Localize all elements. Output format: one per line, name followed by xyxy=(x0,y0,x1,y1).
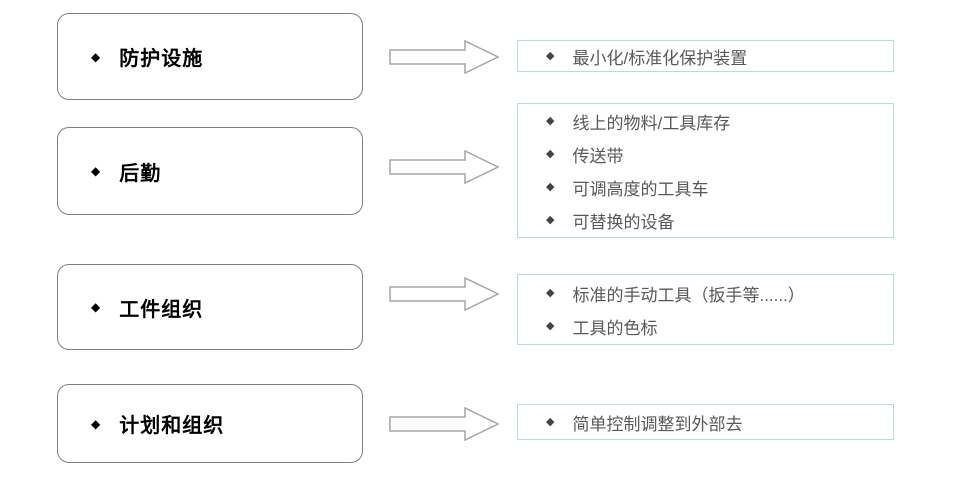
category-label: 计划和组织 xyxy=(119,415,225,437)
list-item: ◆ 简单控制调整到外部去 xyxy=(518,406,893,439)
category-label: 防护设施 xyxy=(119,48,204,70)
detail-item-label: 简单控制调整到外部去 xyxy=(572,414,743,434)
diamond-bullet-icon: ◆ xyxy=(546,319,555,332)
list-item: ◆ 可调高度的工具车 xyxy=(518,171,893,204)
list-item: ◆ 可替换的设备 xyxy=(518,204,893,237)
detail-item-label: 工具的色标 xyxy=(572,318,658,338)
detail-item-label: 可调高度的工具车 xyxy=(572,179,709,199)
category-box-logistics: ◆ 后勤 xyxy=(57,127,363,215)
diamond-bullet-icon: ◆ xyxy=(91,300,101,314)
flow-arrow-icon xyxy=(389,40,499,74)
list-item: ◆ 最小化/标准化保护装置 xyxy=(518,41,893,71)
detail-box-logistics: ◆ 线上的物料/工具库存 ◆ 传送带 ◆ 可调高度的工具车 ◆ 可替换的设备 xyxy=(517,103,894,238)
category-label: 工件组织 xyxy=(119,298,204,321)
diamond-bullet-icon: ◆ xyxy=(546,286,555,299)
detail-box-planning: ◆ 简单控制调整到外部去 xyxy=(517,404,894,440)
flow-arrow-icon xyxy=(389,277,499,311)
detail-item-label: 最小化/标准化保护装置 xyxy=(572,48,748,68)
detail-box-protection: ◆ 最小化/标准化保护装置 xyxy=(517,40,894,72)
diamond-bullet-icon: ◆ xyxy=(91,49,101,64)
detail-item-label: 可替换的设备 xyxy=(572,212,675,232)
list-item: ◆ 线上的物料/工具库存 xyxy=(518,105,893,138)
diamond-bullet-icon: ◆ xyxy=(546,114,555,127)
detail-item-label: 标准的手动工具（扳手等......） xyxy=(572,285,805,305)
diamond-bullet-icon: ◆ xyxy=(546,415,555,428)
detail-box-workpiece: ◆ 标准的手动工具（扳手等......） ◆ 工具的色标 xyxy=(517,274,894,345)
list-item: ◆ 传送带 xyxy=(518,138,893,171)
list-item: ◆ 工具的色标 xyxy=(518,310,893,343)
diamond-bullet-icon: ◆ xyxy=(546,213,555,226)
diamond-bullet-icon: ◆ xyxy=(91,416,101,431)
flow-arrow-icon xyxy=(389,150,499,184)
diamond-bullet-icon: ◆ xyxy=(546,147,555,160)
diamond-bullet-icon: ◆ xyxy=(546,180,555,193)
detail-item-label: 传送带 xyxy=(572,146,624,166)
category-label: 后勤 xyxy=(119,162,162,185)
list-item: ◆ 标准的手动工具（扳手等......） xyxy=(518,277,893,310)
category-box-protection: ◆ 防护设施 xyxy=(57,13,363,100)
category-box-planning: ◆ 计划和组织 xyxy=(57,384,363,463)
flow-arrow-icon xyxy=(389,407,499,441)
category-box-workpiece: ◆ 工件组织 xyxy=(57,264,363,350)
detail-item-label: 线上的物料/工具库存 xyxy=(572,113,731,133)
diamond-bullet-icon: ◆ xyxy=(546,49,555,62)
diamond-bullet-icon: ◆ xyxy=(91,164,101,178)
